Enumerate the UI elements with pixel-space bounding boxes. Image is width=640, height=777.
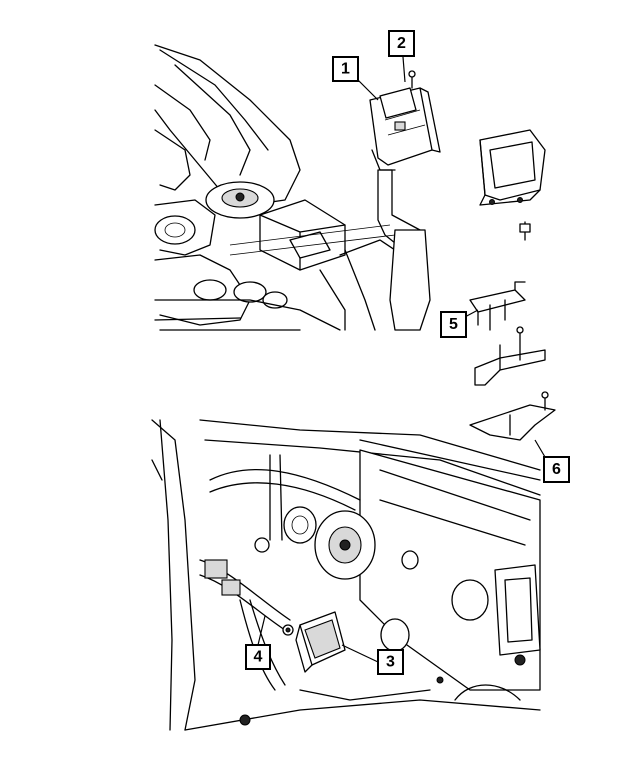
callout-6-label: 6 (552, 461, 561, 478)
callout-1: 1 (332, 56, 359, 82)
callout-3-label: 3 (386, 654, 395, 671)
callout-2: 2 (388, 30, 415, 57)
callout-6: 6 (543, 456, 570, 483)
callout-1-label: 1 (341, 61, 350, 78)
bracket-6 (469, 391, 556, 441)
dash-view (151, 419, 541, 731)
ecm-module (369, 70, 441, 171)
callout-5-label: 5 (449, 316, 458, 333)
bracket-5 (469, 281, 546, 386)
callout-4: 4 (245, 644, 271, 670)
callout-4-label: 4 (254, 649, 263, 666)
ecm-bracket-loose (479, 129, 546, 241)
callout-3: 3 (377, 649, 404, 675)
engine-bay-view (154, 44, 431, 331)
callout-5: 5 (440, 311, 467, 338)
callout-2-label: 2 (397, 35, 406, 52)
